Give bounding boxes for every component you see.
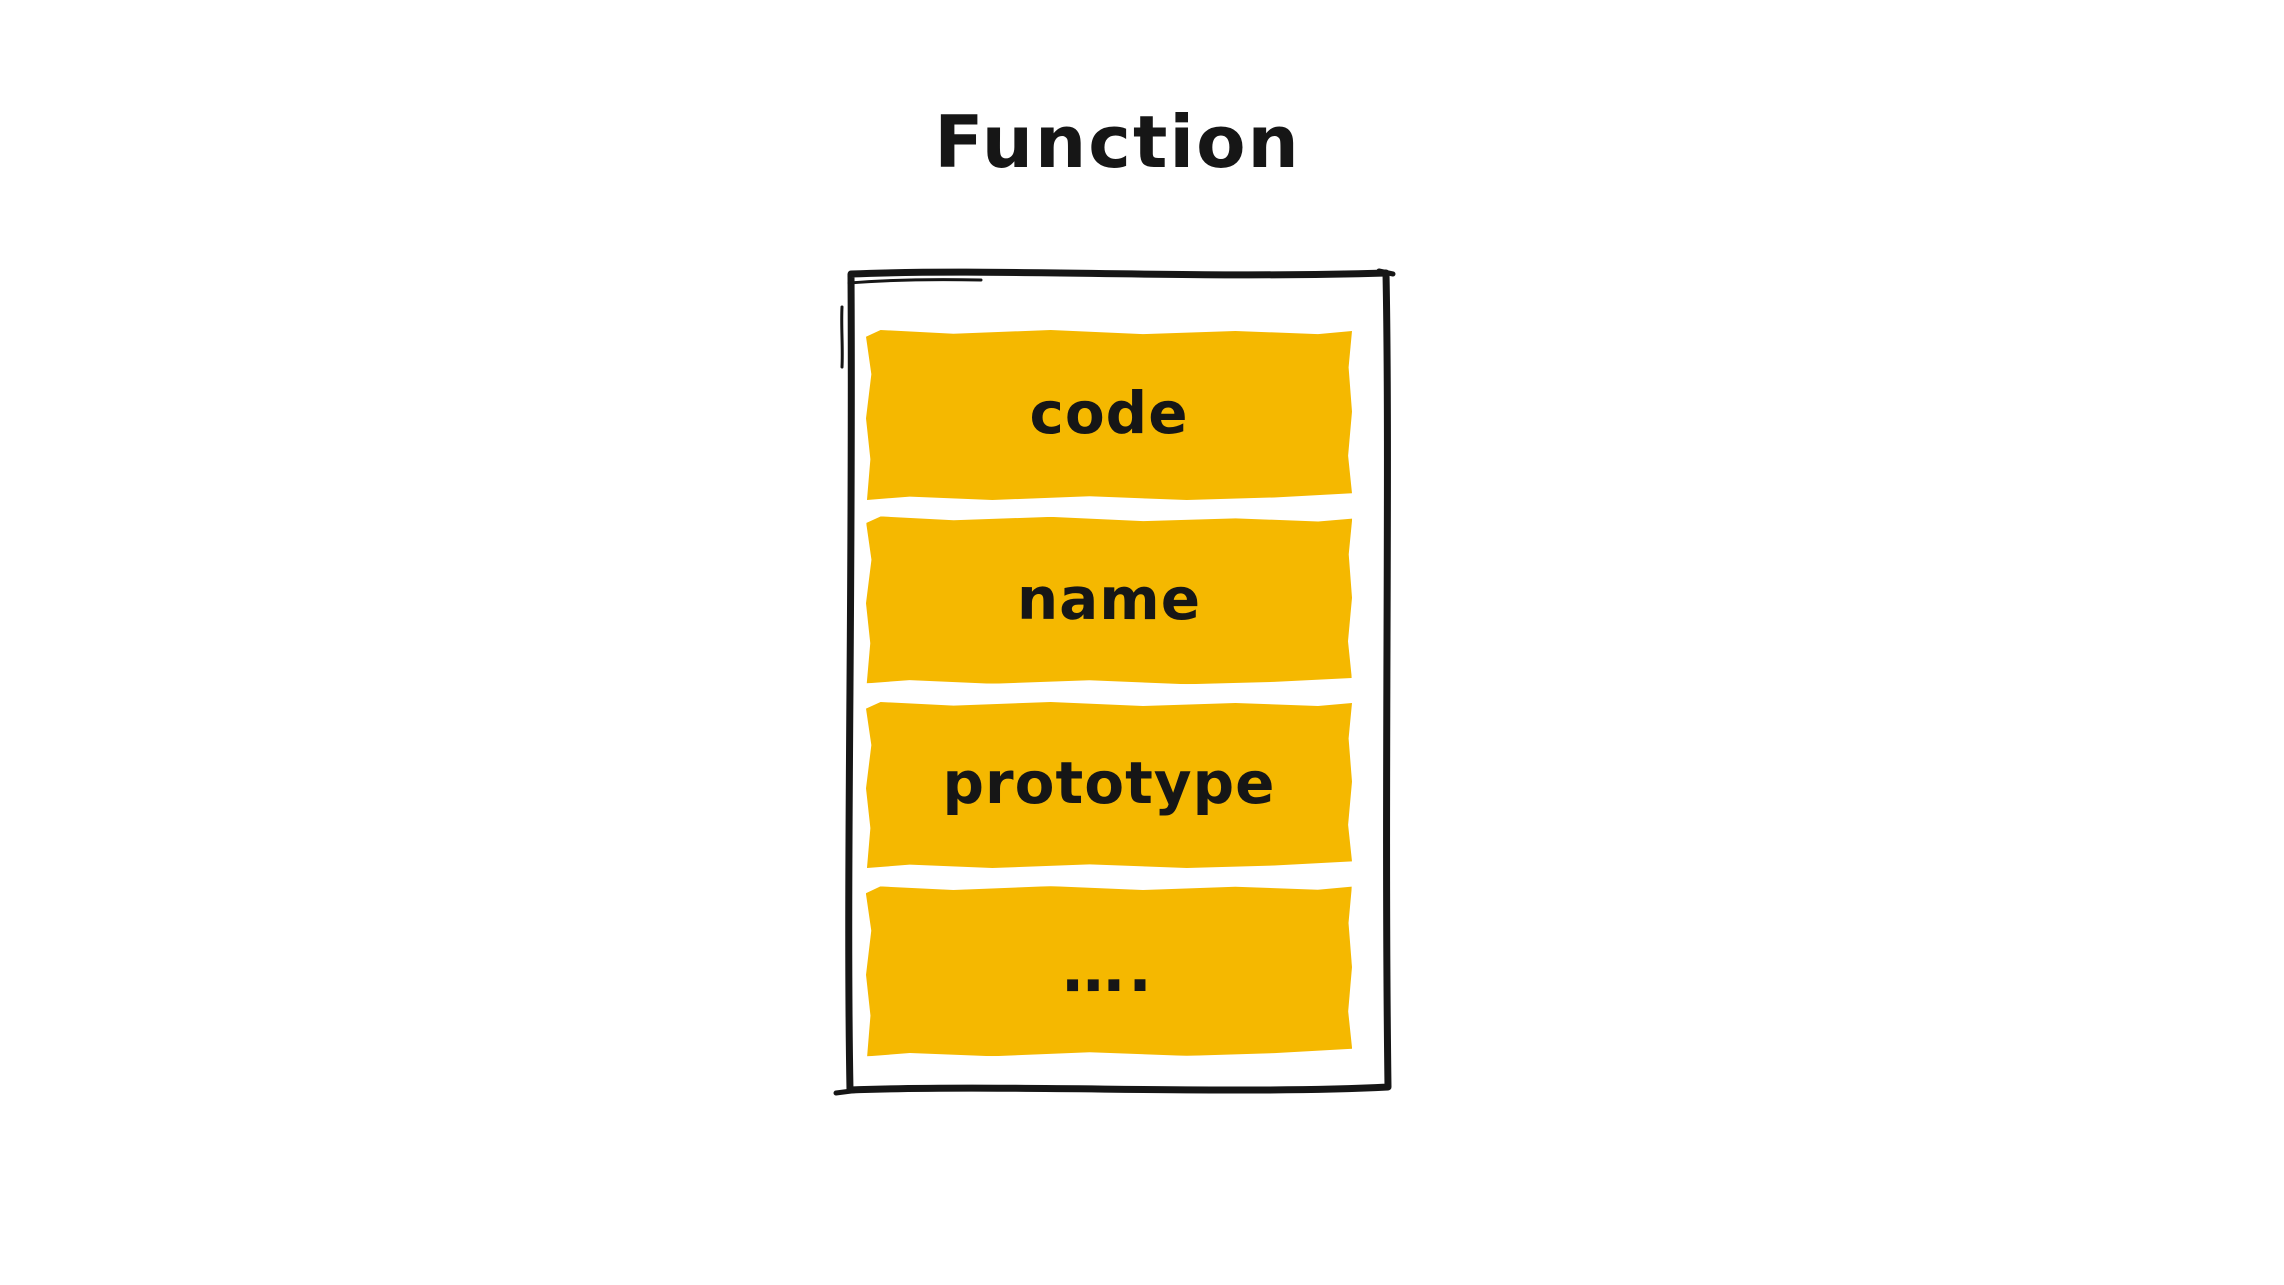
slot-name-label: name xyxy=(1016,564,1202,633)
sketch-overshoot-top-right xyxy=(1376,268,1396,277)
border-outline xyxy=(845,268,1392,1094)
slot-ellipsis: …. xyxy=(866,886,1352,1057)
diagram-title: Function xyxy=(934,100,1301,184)
sketch-stray-left xyxy=(840,305,844,369)
slot-code-label: code xyxy=(1029,379,1189,447)
slot-prototype: prototype xyxy=(866,702,1352,868)
slot-prototype-label: prototype xyxy=(942,749,1276,817)
sketch-overshoot-bottom-left xyxy=(833,1086,870,1096)
slot-name: name xyxy=(866,516,1352,684)
sketch-double-top xyxy=(847,278,983,285)
hand-drawn-border xyxy=(833,268,1396,1096)
function-object-box: code name prototype …. xyxy=(833,267,1396,1096)
slot-code: code xyxy=(866,330,1352,500)
slot-ellipsis-label: …. xyxy=(1062,932,1156,1006)
